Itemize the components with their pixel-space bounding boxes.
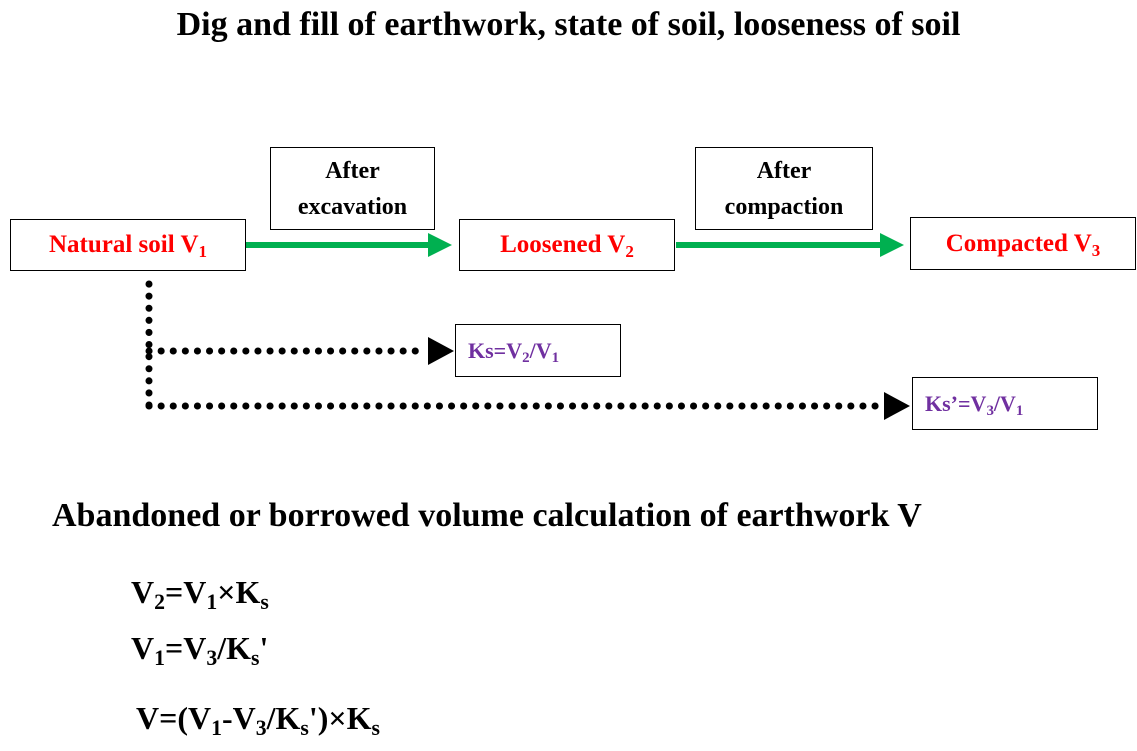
after-excavation-box: After excavation — [270, 147, 435, 230]
ks-box: Ks=V2/V1 — [455, 324, 621, 377]
page-title: Dig and fill of earthwork, state of soil… — [176, 6, 961, 43]
ks-prime-formula: Ks’=V3/V1 — [925, 390, 1024, 419]
natural-soil-box: Natural soil V1 — [10, 219, 246, 271]
ks-formula: Ks=V2/V1 — [468, 337, 560, 366]
calculation-heading: Abandoned or borrowed volume calculation… — [52, 497, 922, 534]
natural-soil-label: Natural soil V1 — [48, 231, 208, 261]
compacted-box: Compacted V3 — [910, 217, 1136, 270]
formula-v2: V2=V1×Ks — [131, 574, 269, 615]
formula-v1: V1=V3/Ks' — [131, 630, 269, 671]
loosened-label: Loosened V2 — [500, 231, 634, 261]
ks-prime-box: Ks’=V3/V1 — [912, 377, 1098, 430]
loosened-box: Loosened V2 — [459, 219, 675, 271]
after-compaction-box: After compaction — [695, 147, 873, 230]
dotted-connector — [145, 280, 884, 410]
dotted-arrowhead-ks — [428, 337, 454, 365]
formula-v: V=(V1-V3/Ks')×Ks — [136, 700, 381, 741]
compacted-label: Compacted V3 — [945, 229, 1101, 260]
dotted-arrowhead-ks-prime — [884, 392, 910, 420]
